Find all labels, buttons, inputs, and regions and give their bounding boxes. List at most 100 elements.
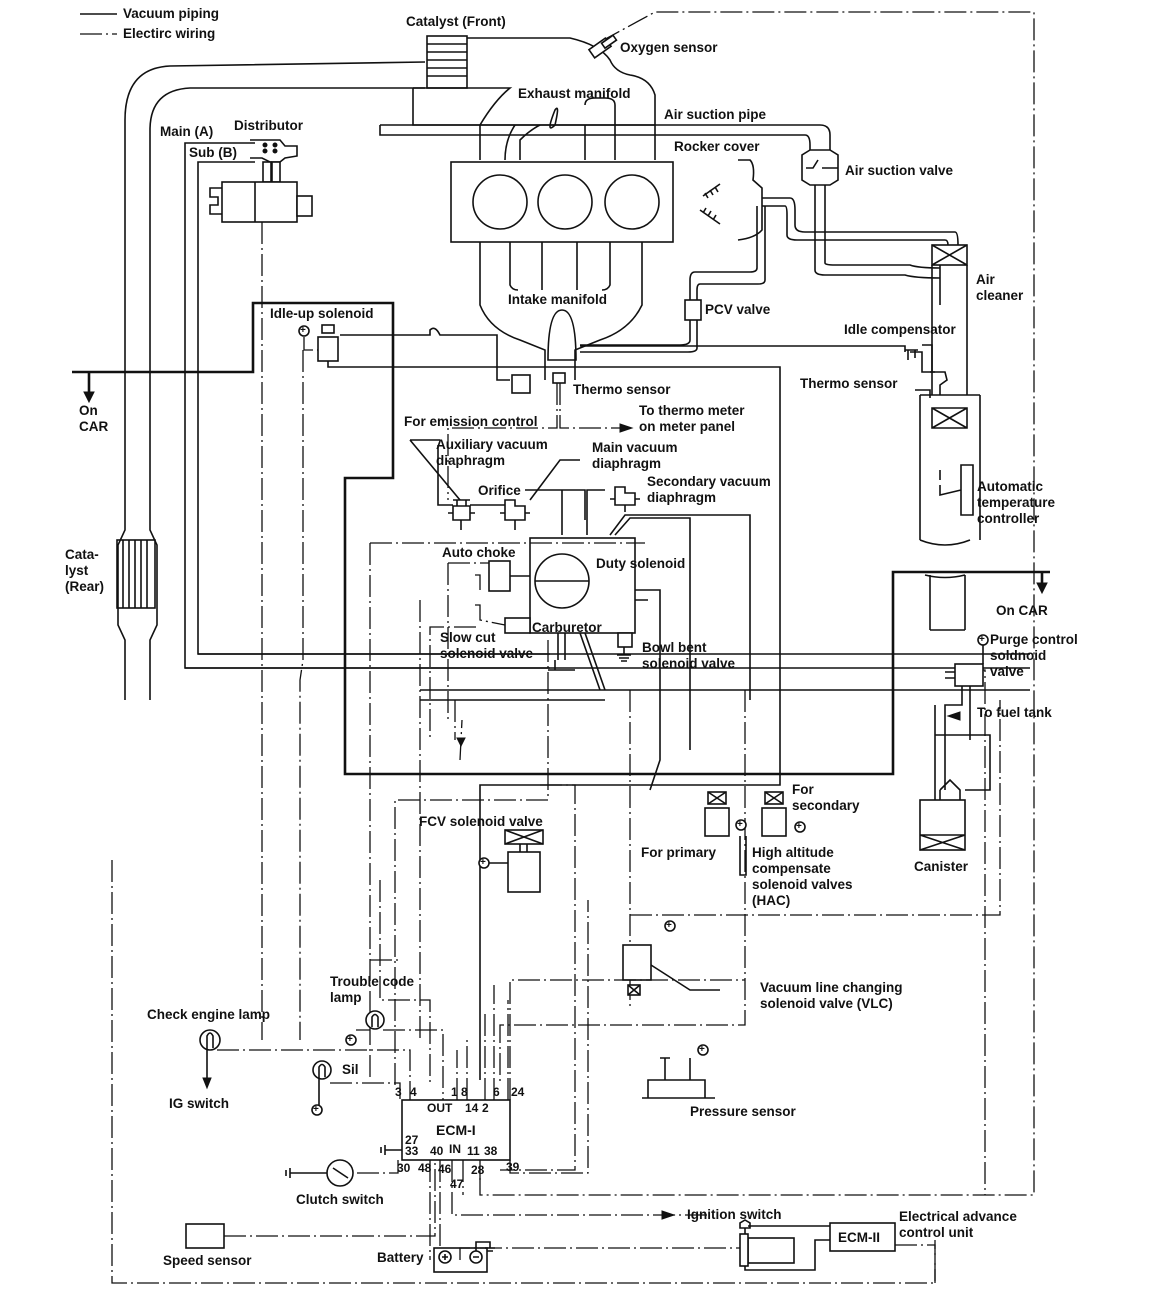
canister-filter	[919, 834, 966, 851]
trouble-code-plus-sign: +	[347, 1034, 353, 1045]
vlc-label: Vacuum line changing solenoid valve (VLC…	[760, 980, 903, 1011]
carb-diagonal-hose	[579, 632, 606, 691]
ecm1-pin-33: 33	[405, 1144, 419, 1158]
air-suction-valve	[801, 149, 839, 186]
hac-primary-icon	[704, 791, 730, 837]
rocker-springs	[699, 183, 721, 225]
ecm1-pin-6: 6	[493, 1085, 500, 1099]
carb-bottom-port	[548, 633, 575, 671]
ecm1-pin-3: 3	[395, 1085, 402, 1099]
purge-hoses	[944, 671, 971, 790]
idle-up-vacuum-line	[340, 327, 510, 381]
trouble-code-lamp-icon	[365, 1010, 385, 1030]
sub-b-label: Sub (B)	[189, 145, 237, 160]
carb-drop-wire	[454, 700, 463, 761]
to-fuel-tank-label: To fuel tank	[977, 705, 1052, 720]
slow-cut-solenoid-icon	[504, 617, 531, 634]
ig-switch-arrow	[202, 1077, 212, 1090]
clutch-switch-label: Clutch switch	[296, 1192, 384, 1207]
fcv-solenoid-valve	[507, 851, 541, 893]
purge-control-solenoid	[954, 663, 984, 687]
ecm1-pin-1: 1	[451, 1085, 458, 1099]
fcv-solenoid-valve-label: FCV solenoid valve	[419, 814, 543, 829]
ecm1-pin-24: 24	[511, 1085, 525, 1099]
canister-valve	[939, 778, 961, 800]
hac-common-hose	[739, 836, 747, 876]
catalyst-front-hatch	[427, 43, 467, 77]
carb-drop-arrow	[456, 737, 466, 748]
middle-hose-bus	[185, 653, 1030, 669]
ecm1-pin-40: 40	[430, 1144, 444, 1158]
secondary-diaphragm-hoses	[609, 514, 751, 750]
engine-thermo-sensor-label: Thermo sensor	[573, 382, 671, 397]
catalyst-rear	[116, 539, 156, 609]
ecm1-out-label: OUT	[427, 1101, 453, 1115]
main-a-label: Main (A)	[160, 124, 214, 139]
trouble-code-wire	[356, 1029, 444, 1100]
distributor-label: Distributor	[234, 118, 303, 133]
main-vacuum-diaphragm-label: Main vacuum diaphragm	[592, 440, 678, 471]
ecm2-label: ECM-II	[838, 1230, 880, 1245]
ecm1-pin-47: 47	[450, 1177, 464, 1191]
pcv-hose	[580, 206, 766, 353]
ignition-switch-label: Ignition switch	[687, 1207, 782, 1222]
speed-sensor-label: Speed sensor	[163, 1253, 252, 1268]
diaphragm-leader-lines	[409, 439, 580, 501]
ig-switch-label: IG switch	[169, 1096, 230, 1111]
catalyst-rear-hatch	[122, 540, 148, 608]
secondary-vacuum-diaphragm-icon	[610, 486, 640, 512]
air-suction-valve-label: Air suction valve	[845, 163, 954, 178]
ignition-coil-plug	[739, 1233, 749, 1267]
catalyst-rear-label: Cata- lyst (Rear)	[65, 547, 105, 594]
speed-sensor-wire	[224, 1160, 436, 1237]
vlc-leader	[650, 964, 720, 991]
rocker-cover-label: Rocker cover	[674, 139, 760, 154]
carburetor-body	[529, 537, 636, 634]
vlc-wire	[499, 690, 746, 1085]
pcv-valve	[684, 299, 702, 321]
ecm1-pin-11: 11	[467, 1144, 480, 1158]
hac-label: High altitude compensate solenoid valves…	[752, 845, 853, 908]
idle-up-wire	[299, 337, 318, 1040]
auto-choke-label: Auto choke	[442, 545, 516, 560]
for-secondary-label: For secondary	[792, 782, 860, 813]
hac-primary-plus	[735, 819, 747, 831]
trouble-code-lamp-label: Trouble code lamp	[330, 974, 415, 1005]
automatic-temperature-controller-label: Automatic temperature controller	[977, 479, 1056, 526]
sil-label: Sil	[342, 1062, 359, 1077]
rocker-cover	[737, 159, 763, 241]
secondary-vacuum-diaphragm-label: Secondary vacuum diaphragm	[647, 474, 771, 505]
bowl-vent-ground-icon	[617, 647, 631, 662]
sil-lamp-icon	[312, 1060, 332, 1080]
canister-hoses	[934, 705, 991, 800]
bowl-vent-solenoid-icon	[617, 632, 633, 648]
ecm1-pin-4: 4	[410, 1085, 417, 1099]
check-engine-filament	[206, 1032, 214, 1048]
ecm2-wire	[895, 1244, 936, 1283]
to-thermo-meter-arrow	[619, 423, 634, 433]
carb-top-hoses	[561, 489, 605, 535]
fcv-wire	[500, 784, 576, 1171]
orifice-hose	[437, 445, 586, 520]
purge-wire	[965, 669, 986, 1195]
slow-cut-solenoid-valve-label: Slow cut solenoid valve	[440, 630, 534, 661]
sil-plus-sign: +	[313, 1104, 319, 1115]
fcv-plus-sign: +	[480, 857, 486, 868]
air-suction-valve-flap	[806, 159, 838, 169]
aircleaner-thermo-sensor-label: Thermo sensor	[800, 376, 898, 391]
ecm1-in-label: IN	[449, 1142, 461, 1156]
engine-thermo-sensor	[511, 374, 531, 394]
ecm1-pin-27: 27	[405, 1133, 419, 1147]
idle-compensator-line	[580, 345, 935, 373]
air-cleaner-label: Air cleaner	[976, 272, 1024, 303]
air-cleaner-body	[919, 265, 981, 631]
slow-cut-wire	[394, 640, 549, 1085]
cylinder-2	[537, 174, 593, 230]
ecm1-pin-48: 48	[418, 1161, 432, 1175]
exhaust-manifold-label: Exhaust manifold	[518, 86, 631, 101]
oxygen-sensor-wire	[479, 11, 1035, 1196]
idle-up-solenoid	[317, 336, 339, 362]
on-car-boundary	[72, 301, 1050, 776]
sil-wire	[330, 1082, 401, 1100]
ecm1-pin-38: 38	[484, 1144, 498, 1158]
